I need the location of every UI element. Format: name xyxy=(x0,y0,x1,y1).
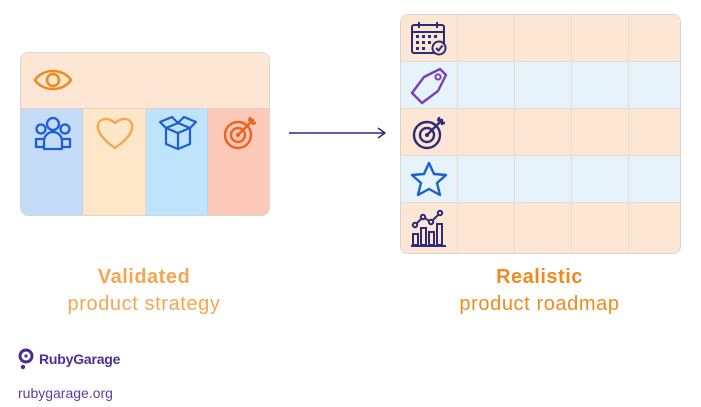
roadmap-cell xyxy=(515,156,572,202)
roadmap-icon-cell xyxy=(401,62,458,108)
eye-icon xyxy=(33,69,73,91)
brand-url[interactable]: rubygarage.org xyxy=(18,385,113,401)
target-icon xyxy=(412,117,445,150)
strategy-caption-light: product strategy xyxy=(67,293,221,315)
roadmap-grid xyxy=(400,14,681,254)
roadmap-cell xyxy=(572,156,629,202)
flow-arrow xyxy=(289,127,386,139)
chart-icon xyxy=(411,209,446,247)
strategy-card xyxy=(20,52,270,216)
strategy-caption-bold: Validated xyxy=(97,266,191,288)
roadmap-cell xyxy=(572,203,629,253)
strategy-col-box xyxy=(145,109,208,215)
roadmap-cell xyxy=(572,109,629,155)
roadmap-cell xyxy=(515,62,572,108)
users-icon xyxy=(34,116,72,151)
heart-icon xyxy=(96,117,134,150)
strategy-col-users xyxy=(21,109,84,215)
roadmap-cell xyxy=(515,203,572,253)
brand-logo[interactable]: RubyGarage xyxy=(18,348,120,370)
calendar-icon xyxy=(411,22,447,56)
strategy-columns xyxy=(21,109,269,215)
roadmap-cell xyxy=(515,109,572,155)
brand-name: RubyGarage xyxy=(39,351,121,367)
roadmap-icon-cell xyxy=(401,15,458,61)
roadmap-caption-light: product roadmap xyxy=(459,293,620,315)
roadmap-cell xyxy=(458,156,515,202)
roadmap-caption: Realistic product roadmap xyxy=(400,266,679,316)
rubygarage-logo-icon xyxy=(18,348,34,370)
roadmap-cell xyxy=(572,15,629,61)
roadmap-cell xyxy=(458,203,515,253)
strategy-col-heart xyxy=(83,109,146,215)
box-icon xyxy=(158,115,197,151)
strategy-col-target xyxy=(207,109,269,215)
roadmap-cell xyxy=(458,15,515,61)
target-icon xyxy=(223,117,256,150)
roadmap-row xyxy=(401,156,680,203)
roadmap-row xyxy=(401,62,680,109)
roadmap-icon-cell xyxy=(401,109,458,155)
roadmap-icon-cell xyxy=(401,203,458,253)
roadmap-icon-cell xyxy=(401,156,458,202)
roadmap-cell xyxy=(458,109,515,155)
roadmap-cell xyxy=(515,15,572,61)
roadmap-row xyxy=(401,109,680,156)
roadmap-caption-bold: Realistic xyxy=(496,266,583,288)
roadmap-cell xyxy=(572,62,629,108)
roadmap-cell xyxy=(458,62,515,108)
star-icon xyxy=(410,161,448,197)
strategy-caption: Validated product strategy xyxy=(20,266,268,316)
strategy-vision-row xyxy=(21,53,269,109)
roadmap-row xyxy=(401,203,680,253)
roadmap-row xyxy=(401,15,680,62)
tag-icon xyxy=(410,67,448,105)
